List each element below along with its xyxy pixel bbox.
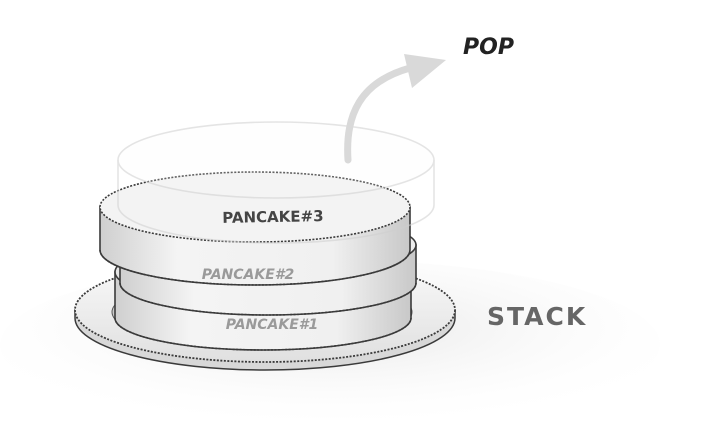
pop-arrow xyxy=(344,54,446,164)
pancake-2-label: PANCAKE#2 xyxy=(202,267,295,283)
ghost-pancake xyxy=(117,121,435,244)
pop-label: POP xyxy=(463,35,514,60)
pancake-3-label: PANCAKE#3 xyxy=(222,207,324,227)
pancake-1-label: PANCAKE#1 xyxy=(226,317,319,333)
stack-label: STACK xyxy=(487,302,587,331)
